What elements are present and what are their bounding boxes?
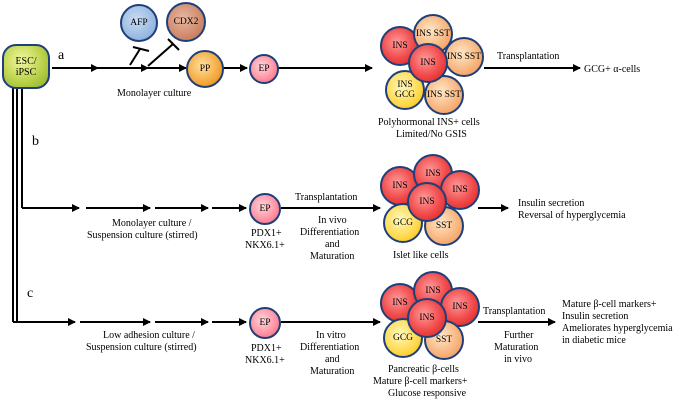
cluster-c-label-3: INS: [452, 302, 468, 312]
pathway-letter-a: a: [58, 48, 65, 63]
ep-cell-a: EP: [249, 54, 279, 84]
pathway-letter-b: b: [32, 134, 39, 149]
maturation-b-line-4: Maturation: [310, 251, 355, 262]
outcome-c-line-3: Ameliorates hyperglycemia: [562, 323, 673, 334]
caption-a-line-1: Polyhormonal INS+ cells: [378, 117, 480, 128]
cluster-b-label-4: INS: [419, 197, 435, 207]
markers-c-line-1: PDX1+: [251, 343, 282, 354]
inhibit-cdx2: [147, 43, 174, 67]
markers-b-line-2: NKX6.1+: [245, 240, 285, 251]
caption-a-line-2: Limited/No GSIS: [396, 129, 467, 140]
transplant-label-c: Transplantation: [483, 306, 546, 317]
cluster-a-cell-4: INS: [408, 43, 448, 83]
cdx2-cell: CDX2: [166, 2, 206, 42]
cluster-a-label-2: INS SST: [415, 29, 451, 39]
cluster-b-label-6: SST: [435, 221, 453, 231]
cluster-a-label-5: INS GCG: [394, 80, 416, 100]
outcome-b-line-1: Insulin secretion: [518, 198, 585, 209]
culture-c-line-1: Low adhesion culture /: [103, 330, 195, 341]
cluster-b-cell-4: INS: [407, 182, 447, 222]
cluster-c-label-6: SST: [435, 335, 453, 345]
cluster-a-cell-3: INS SST: [444, 37, 484, 77]
inhibit-cdx2-bar: [167, 38, 180, 51]
maturation-b-line-2: Differentiation: [300, 227, 360, 238]
further-c-line-2: Maturation: [494, 342, 539, 353]
ep-cell-c: EP: [249, 307, 281, 339]
cluster-c-label-4: INS: [419, 313, 435, 323]
maturation-c-line-3: and: [325, 354, 340, 365]
inhibit-afp-bar: [132, 46, 150, 52]
caption-c-line-1: Pancreatic β-cells: [388, 364, 459, 375]
outcome-c-line-4: in diabetic mice: [562, 335, 626, 346]
cluster-a-label-1: INS: [392, 41, 408, 51]
cluster-a-label-4: INS: [420, 58, 436, 68]
cluster-a-cell-6: INS SST: [424, 75, 464, 115]
cluster-c-label-5: GCG: [392, 333, 414, 343]
further-c-line-1: Further: [504, 330, 534, 341]
caption-b: Islet like cells: [393, 250, 449, 261]
esc-ipsc-node: ESC/ iPSC: [2, 44, 50, 89]
culture-b-line-1: Monolayer culture /: [112, 218, 192, 229]
pathway-letter-c: c: [27, 286, 34, 301]
culture-b-line-2: Suspension culture (stirred): [87, 230, 198, 241]
pp-cell: PP: [186, 50, 224, 88]
outcome-a: GCG+ α-cells: [584, 64, 641, 75]
ep-label-b: EP: [259, 204, 271, 214]
esc-ipsc-label: ESC/ iPSC: [15, 55, 37, 78]
markers-c-line-2: NKX6.1+: [245, 355, 285, 366]
ep-label-a: EP: [258, 64, 270, 74]
maturation-b-line-1: In vivo: [318, 215, 347, 226]
cluster-b-label-3: INS: [452, 185, 468, 195]
cluster-a-label-6: INS SST: [426, 90, 462, 100]
caption-c-line-3: Glucose responsive: [388, 388, 467, 399]
outcome-c-line-2: Insulin secretion: [562, 311, 629, 322]
inhibit-afp: [129, 48, 141, 66]
ep-cell-b: EP: [249, 193, 281, 225]
maturation-c-line-4: Maturation: [310, 366, 355, 377]
markers-b-line-1: PDX1+: [251, 228, 282, 239]
cluster-c-label-1: INS: [392, 298, 408, 308]
cluster-c-cell-4: INS: [407, 298, 447, 338]
culture-c-line-2: Suspension culture (stirred): [86, 342, 197, 353]
maturation-c-line-1: In vitro: [316, 330, 346, 341]
further-c-line-3: in vivo: [504, 354, 533, 365]
culture-label-a: Monolayer culture: [117, 88, 192, 99]
outcome-b-line-2: Reversal of hyperglycemia: [518, 210, 626, 221]
cluster-b-label-2: INS: [425, 169, 441, 179]
cdx2-label: CDX2: [173, 17, 199, 27]
transplant-label-b: Transplantation: [295, 192, 358, 203]
pp-label: PP: [199, 64, 211, 74]
transplant-label-a: Transplantation: [497, 51, 560, 62]
ep-label-c: EP: [259, 318, 271, 328]
cluster-a-label-3: INS SST: [446, 52, 482, 62]
maturation-c-line-2: Differentiation: [300, 342, 360, 353]
cluster-b-label-5: GCG: [392, 218, 414, 228]
maturation-b-line-3: and: [325, 239, 340, 250]
caption-c-line-2: Mature β-cell markers+: [373, 376, 468, 387]
afp-label: AFP: [130, 18, 148, 28]
outcome-c-line-1: Mature β-cell markers+: [562, 299, 657, 310]
afp-cell: AFP: [120, 4, 158, 42]
cluster-c-label-2: INS: [425, 286, 441, 296]
cluster-b-label-1: INS: [392, 181, 408, 191]
